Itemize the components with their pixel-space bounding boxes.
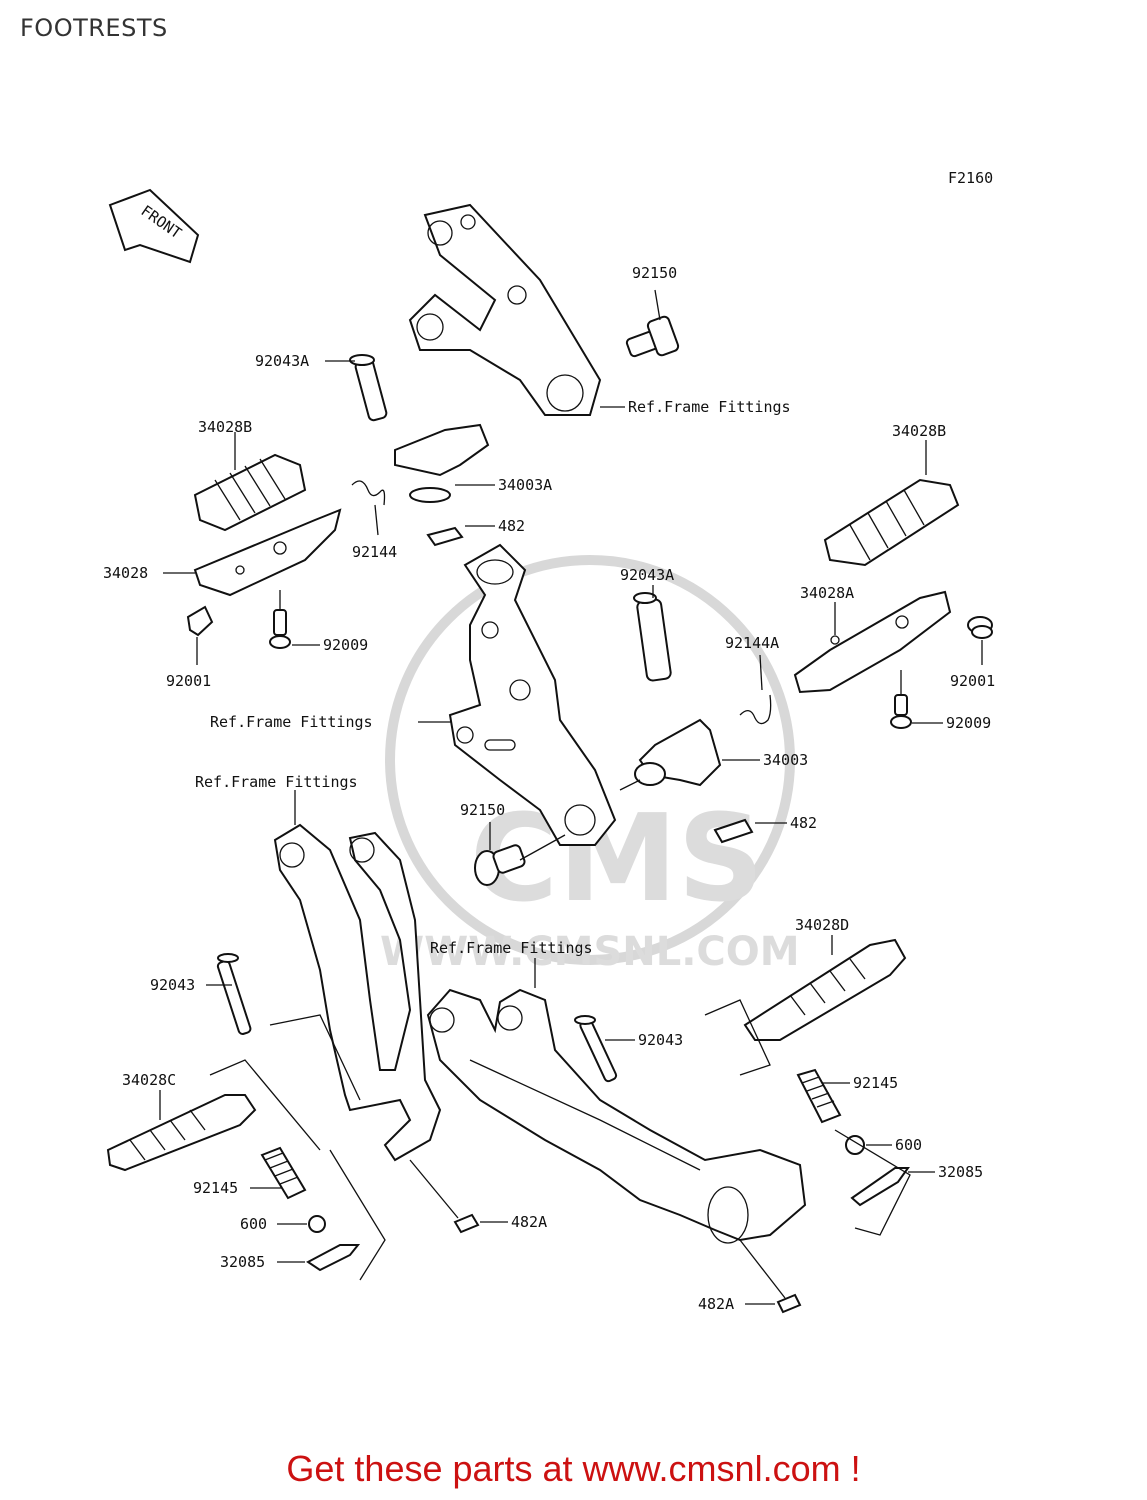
label-92145-left: 92145 <box>193 1179 238 1197</box>
spring-92144A-part <box>739 694 772 725</box>
bumper-92001-left-part <box>186 605 214 637</box>
bolt-92009-right-part <box>890 694 912 729</box>
bumper-92001-right-part <box>967 616 993 639</box>
front-arrow-icon: FRONT <box>108 188 200 264</box>
passenger-bracket-right-part <box>426 988 807 1244</box>
label-482-mid: 482 <box>790 814 817 832</box>
pin-92043A-mid-part <box>633 592 672 682</box>
pin-92043-right-part <box>574 1015 618 1083</box>
label-ref-frame-left: Ref.Frame Fittings <box>195 773 358 791</box>
cms-watermark: CMS WWW.CMSNL.COM <box>380 555 800 975</box>
footrests-parts-diagram: CMS WWW.CMSNL.COM FRONT F2160 92150 9204… <box>103 169 995 1314</box>
footrest-bracket-34003-part <box>634 718 722 787</box>
label-92043-right: 92043 <box>638 1031 683 1049</box>
label-482A-bottom: 482A <box>698 1295 734 1313</box>
pin-482A-mid-part <box>453 1213 480 1234</box>
pin-92043A-top-part <box>349 354 388 422</box>
label-92043A-mid: 92043A <box>620 566 674 584</box>
watermark-url: WWW.CMSNL.COM <box>380 929 800 975</box>
label-34028C: 34028C <box>122 1071 176 1089</box>
pin-482A-bottom-part <box>776 1293 802 1314</box>
pin-482-mid-part <box>713 818 754 844</box>
label-34003A: 34003A <box>498 476 552 494</box>
label-34003: 34003 <box>763 751 808 769</box>
spring-92144-part <box>351 480 386 506</box>
label-32085-right: 32085 <box>938 1163 983 1181</box>
label-34028B-left: 34028B <box>198 418 252 436</box>
upper-bracket-part <box>408 203 602 416</box>
center-bracket-part <box>448 543 617 846</box>
footrest-bracket-34003A-part <box>394 423 490 503</box>
spring-92145-left-part <box>260 1146 307 1200</box>
pin-92043-left-part <box>216 953 252 1035</box>
bolt-92150-top-part <box>625 315 680 358</box>
label-92150-mid: 92150 <box>460 801 505 819</box>
ball-600-right-part <box>845 1135 865 1155</box>
bolt-92009-left-part <box>269 609 291 649</box>
passenger-bracket-left-part <box>273 823 442 1162</box>
spring-92145-right-part <box>796 1068 842 1124</box>
clip-32085-left-part <box>306 1244 361 1272</box>
label-482-top: 482 <box>498 517 525 535</box>
label-92009-left: 92009 <box>323 636 368 654</box>
label-600-left: 600 <box>240 1215 267 1233</box>
clip-32085-right-part <box>850 1167 910 1207</box>
figure-code: F2160 <box>948 169 993 187</box>
pin-482-top-part <box>426 526 464 547</box>
label-92043A-top: 92043A <box>255 352 309 370</box>
rubber-34028B-left-part <box>193 453 307 532</box>
label-32085-left: 32085 <box>220 1253 265 1271</box>
bolt-92150-mid-part <box>474 844 526 886</box>
label-34028B-right: 34028B <box>892 422 946 440</box>
label-92144A: 92144A <box>725 634 779 652</box>
footpeg-34028C-left-part <box>106 1094 257 1172</box>
footpeg-34028A-right-part <box>793 590 952 694</box>
label-92150-top: 92150 <box>632 264 677 282</box>
label-34028: 34028 <box>103 564 148 582</box>
label-92001-left: 92001 <box>166 672 211 690</box>
label-92144: 92144 <box>352 543 397 561</box>
label-600-right: 600 <box>895 1136 922 1154</box>
label-92043-left: 92043 <box>150 976 195 994</box>
label-34028A: 34028A <box>800 584 854 602</box>
label-34028D: 34028D <box>795 916 849 934</box>
footpeg-34028-left-part <box>193 508 342 597</box>
ball-600-left-part <box>308 1215 326 1233</box>
footer-cta-link[interactable]: Get these parts at www.cmsnl.com ! <box>286 1448 861 1489</box>
rubber-34028B-right-part <box>823 478 960 567</box>
label-ref-frame-mid: Ref.Frame Fittings <box>210 713 373 731</box>
label-92009-right: 92009 <box>946 714 991 732</box>
label-ref-frame-top: Ref.Frame Fittings <box>628 398 791 416</box>
label-482A-mid: 482A <box>511 1213 547 1231</box>
label-92145-right: 92145 <box>853 1074 898 1092</box>
page-title: FOOTRESTS <box>20 14 168 42</box>
label-92001-right: 92001 <box>950 672 995 690</box>
label-ref-frame-bottom: Ref.Frame Fittings <box>430 939 593 957</box>
